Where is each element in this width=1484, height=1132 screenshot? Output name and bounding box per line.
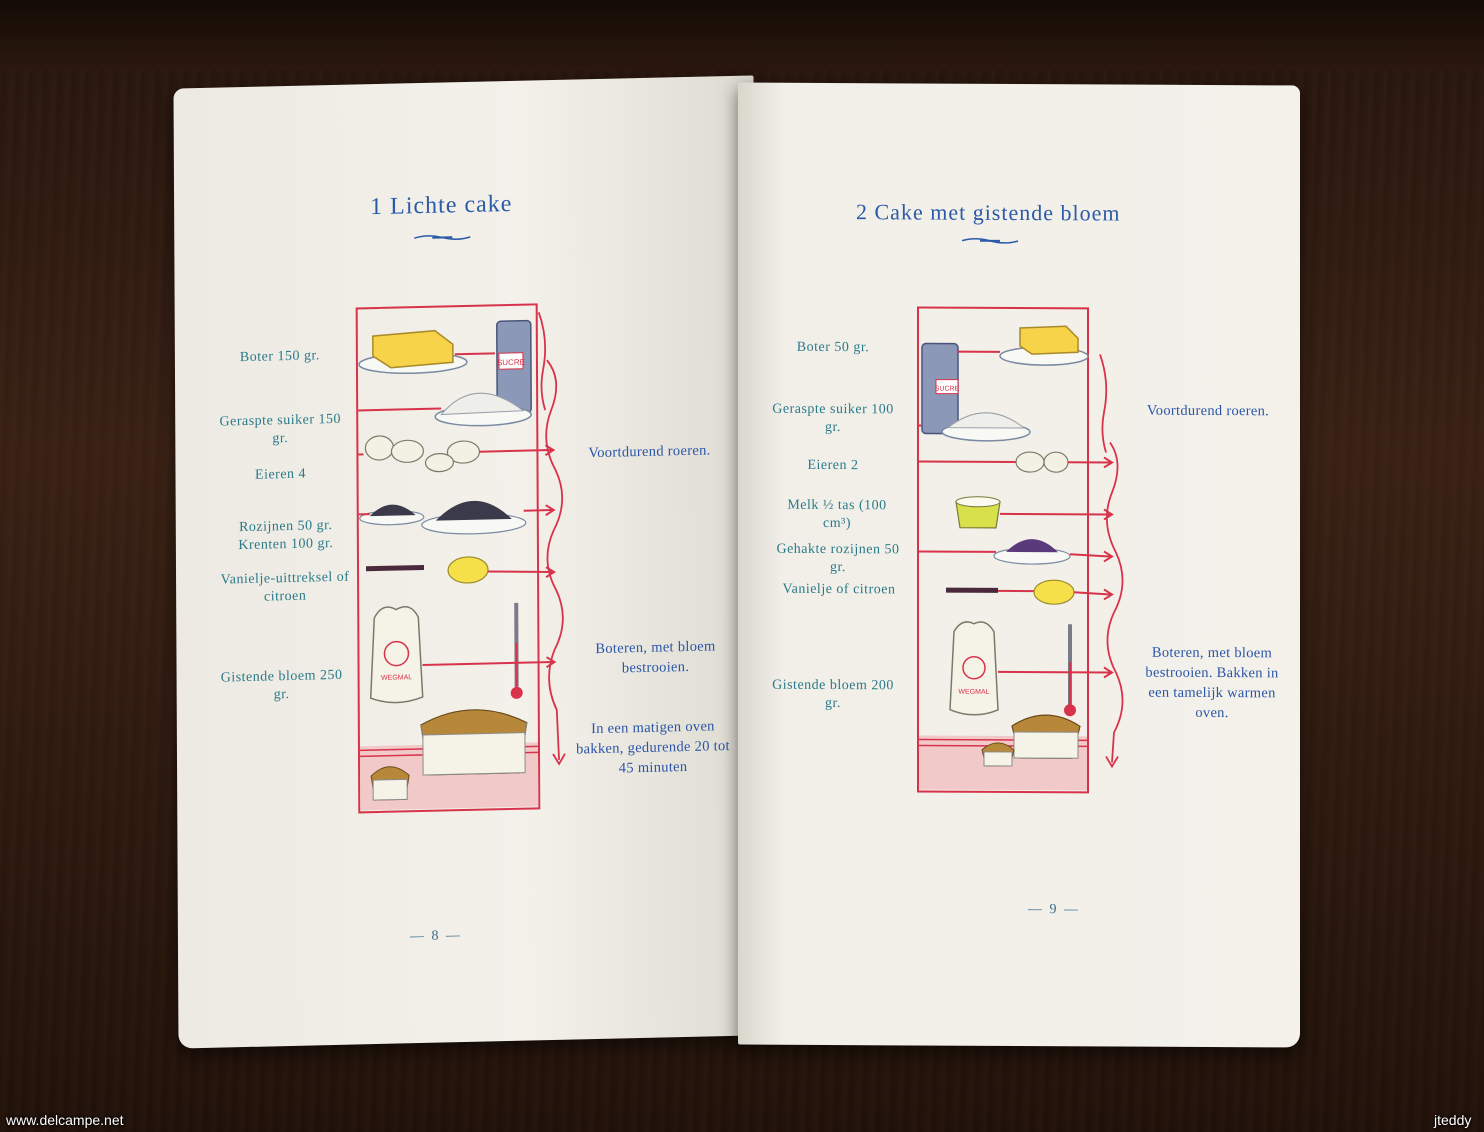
label-vanilla: Vanielje-uittreksel of citroen [220,569,350,605]
currants-icon [435,500,512,521]
watermark-left: www.delcampe.net [6,1112,124,1128]
label-butter: Boter 50 gr. [796,339,870,356]
note-stir: Voortdurend roeren. [588,442,711,462]
butter-icon [372,329,454,369]
svg-text:SUCRE: SUCRE [935,386,960,393]
egg-icon [364,435,394,461]
egg-icon [1015,451,1045,473]
left-stir-bracket [537,312,566,766]
right-page: 2 Cake met gistende bloem Boter 50 gr. G… [738,82,1300,1048]
lemon-icon [447,556,489,584]
butter-icon [1019,325,1079,355]
sugar-pile-icon [946,412,1026,429]
right-stir-bracket [1099,354,1124,769]
label-flour: Gistende bloem 200 gr. [772,677,894,712]
left-page-title: 1 Lichte cake [370,190,513,221]
raisins-icon [1006,539,1058,553]
svg-text:WEGMAL: WEGMAL [381,674,412,682]
sugar-pile-icon [440,392,525,416]
raisins-icon [369,504,416,517]
lemon-icon [1033,579,1075,605]
page-number-left: — 8 — [409,928,462,945]
label-milk: Melk ½ tas (100 cm³) [787,497,887,532]
watermark-right: jteddy [1434,1112,1472,1128]
label-butter: Boter 150 gr. [239,348,320,366]
page-number-right: — 9 — [1028,902,1080,918]
left-ingredient-diagram: SUCRE WEGMAL [355,303,557,814]
label-sugar: Geraspte suiker 100 gr. [772,401,894,436]
right-ingredient-diagram: SUCRE WEGMAL [917,306,1114,794]
label-chopped-raisins: Gehakte rozijnen 50 gr. [776,541,900,576]
note-butter-pan: Boteren, met bloem bestrooien. [595,638,716,677]
label-flour: Gistende bloem 250 gr. [220,667,343,703]
table-far-edge [0,0,1484,70]
title-flourish [961,238,1019,244]
svg-text:WEGMAL: WEGMAL [958,689,989,696]
label-eggs: Eieren 2 [807,457,859,474]
left-page: 1 Lichte cake Boter 150 gr. Geraspte sui… [173,75,759,1049]
label-currants: Krenten 100 gr. [238,536,334,554]
flour-bag-icon [949,621,999,716]
note-stir: Voortdurend roeren. [1146,402,1270,420]
title-flourish [414,235,471,240]
vanilla-stick-icon [366,564,425,572]
note-butter-bake: Boteren, met bloem bestrooien. Bakken in… [1145,644,1279,722]
label-sugar: Geraspte suiker 150 gr. [219,411,342,447]
label-eggs: Eieren 4 [254,466,307,483]
flour-bag-icon [369,605,424,704]
label-vanilla: Vanielje of citroen [782,581,896,598]
note-bake: In een matigen oven bakken, gedurende 20… [576,718,730,777]
svg-text:SUCRE: SUCRE [497,358,525,368]
right-page-title: 2 Cake met gistende bloem [856,199,1121,226]
vanilla-stick-icon [946,587,998,593]
